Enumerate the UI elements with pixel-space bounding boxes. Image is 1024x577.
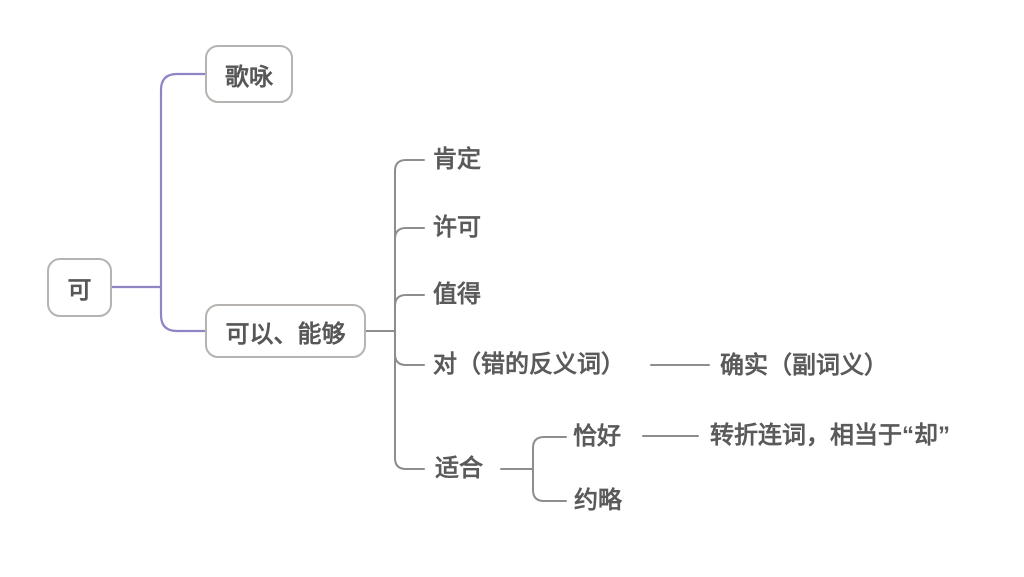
node-yuelue[interactable]: 约略 <box>574 487 622 514</box>
connector-stub-xuke <box>394 227 425 240</box>
node-root-label: 可 <box>67 277 92 304</box>
node-queshi-fuciyi[interactable]: 确实（副词义） <box>720 352 888 379</box>
node-root[interactable]: 可 <box>47 258 112 317</box>
node-qiahao[interactable]: 恰好 <box>573 423 621 450</box>
node-geyong-label: 歌咏 <box>225 63 273 91</box>
connector-root-to-geyong <box>159 72 207 289</box>
connector-keyi-spine <box>394 159 425 470</box>
node-zhuanzhe-lianci[interactable]: 转折连词，相当于“却” <box>710 422 950 449</box>
node-geyong[interactable]: 歌咏 <box>205 45 293 103</box>
connector-shihe-spine <box>532 436 567 502</box>
node-keyi-nenggou-label: 可以、能够 <box>225 320 346 348</box>
node-shihe[interactable]: 适合 <box>435 455 483 482</box>
node-keyi-nenggou[interactable]: 可以、能够 <box>205 304 366 358</box>
connector-stub-dui <box>394 353 425 366</box>
node-zhide[interactable]: 值得 <box>433 281 481 308</box>
node-kending[interactable]: 肯定 <box>433 146 481 173</box>
node-xuke[interactable]: 许可 <box>433 214 481 241</box>
connector-root-to-keyi <box>159 285 207 333</box>
connector-stub-zhide <box>394 294 425 307</box>
node-dui-cuode-fanyici[interactable]: 对（错的反义词） <box>433 351 625 378</box>
